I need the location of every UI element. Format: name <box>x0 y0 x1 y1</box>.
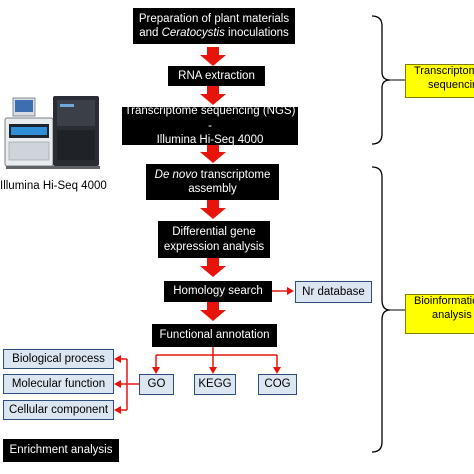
step-rna-extraction: RNA extraction <box>168 66 265 86</box>
cellular-component-label: Cellular component <box>8 403 109 416</box>
step-differential-expression: Differential gene expression analysis <box>158 221 270 258</box>
bioinfo-label-line-2: analysis <box>432 308 472 321</box>
arrow-homology-to-functional <box>200 302 226 321</box>
biological-process-label: Biological process <box>12 352 105 365</box>
brace-bioinformatics <box>371 166 391 453</box>
transcriptome-label-line-2: sequencing <box>428 78 474 91</box>
label-bioinformatics-analysis: Bioinformatics analysis <box>405 294 474 334</box>
preparation-line-2: and Ceratocystis inoculations <box>139 27 289 39</box>
arrow-to-kegg <box>209 367 217 374</box>
arrow-diff-to-homology <box>200 258 226 277</box>
go-label: GO <box>147 378 166 391</box>
functional-annotation-label: Functional annotation <box>159 329 270 342</box>
sequencing-line-1: Transcriptome sequencing (NGS) - <box>124 105 296 132</box>
box-molecular-function: Molecular function <box>3 374 114 394</box>
step-transcriptome-sequencing: Transcriptome sequencing (NGS) - Illumin… <box>122 105 298 147</box>
transcriptome-label-line-1: Transcriptome <box>414 65 474 77</box>
step-preparation: Preparation of plant materials and Cerat… <box>133 8 295 44</box>
nr-database-label: Nr database <box>302 285 365 298</box>
step-de-novo-assembly: De novo transcriptome assembly <box>146 164 279 200</box>
box-go: GO <box>139 374 174 395</box>
arrow-rna-to-seq <box>200 86 226 105</box>
step-enrichment-analysis: Enrichment analysis <box>3 439 119 462</box>
arrow-prep-to-rna <box>200 47 226 66</box>
arrow-to-cog <box>273 367 281 374</box>
box-nr-database: Nr database <box>295 281 372 303</box>
preparation-line-1: Preparation of plant materials <box>138 12 290 25</box>
kegg-label: KEGG <box>198 378 232 391</box>
arrow-to-cellular-component <box>114 406 121 414</box>
arrow-to-biological-process <box>114 355 121 363</box>
sequencing-line-2: Illumina Hi-Seq 4000 <box>156 134 264 147</box>
homology-label: Homology search <box>173 285 263 298</box>
box-biological-process: Biological process <box>3 349 114 369</box>
arrow-homology-to-nr <box>287 287 294 295</box>
step-functional-annotation: Functional annotation <box>152 324 277 347</box>
cog-label: COG <box>264 378 291 391</box>
annotation-branch-lines <box>155 347 278 368</box>
denovo-line-2: assembly <box>188 183 237 195</box>
box-cellular-component: Cellular component <box>3 400 114 420</box>
differential-line-2: expression analysis <box>163 240 265 253</box>
denovo-line-1: De novo transcriptome <box>154 168 271 181</box>
rna-extraction-label: RNA extraction <box>178 69 255 82</box>
differential-line-1: Differential gene <box>172 226 256 239</box>
sequencer-instrument-icon <box>4 96 100 169</box>
enrichment-label: Enrichment analysis <box>9 444 113 457</box>
box-kegg: KEGG <box>194 374 236 395</box>
step-homology-search: Homology search <box>164 281 272 302</box>
label-transcriptome-sequencing: Transcriptome sequencing <box>405 64 474 98</box>
arrow-denovo-to-diff <box>200 200 226 219</box>
instrument-caption: Illumina Hi-Seq 4000 <box>0 180 107 192</box>
bioinfo-label-line-1: Bioinformatics <box>414 295 474 307</box>
brace-transcriptome <box>371 15 391 145</box>
box-cog: COG <box>258 374 297 395</box>
arrow-to-molecular-function <box>114 380 121 388</box>
arrow-seq-to-denovo <box>200 145 226 163</box>
go-category-lines <box>120 358 139 411</box>
arrow-to-go <box>152 367 160 374</box>
molecular-function-label: Molecular function <box>11 377 106 390</box>
